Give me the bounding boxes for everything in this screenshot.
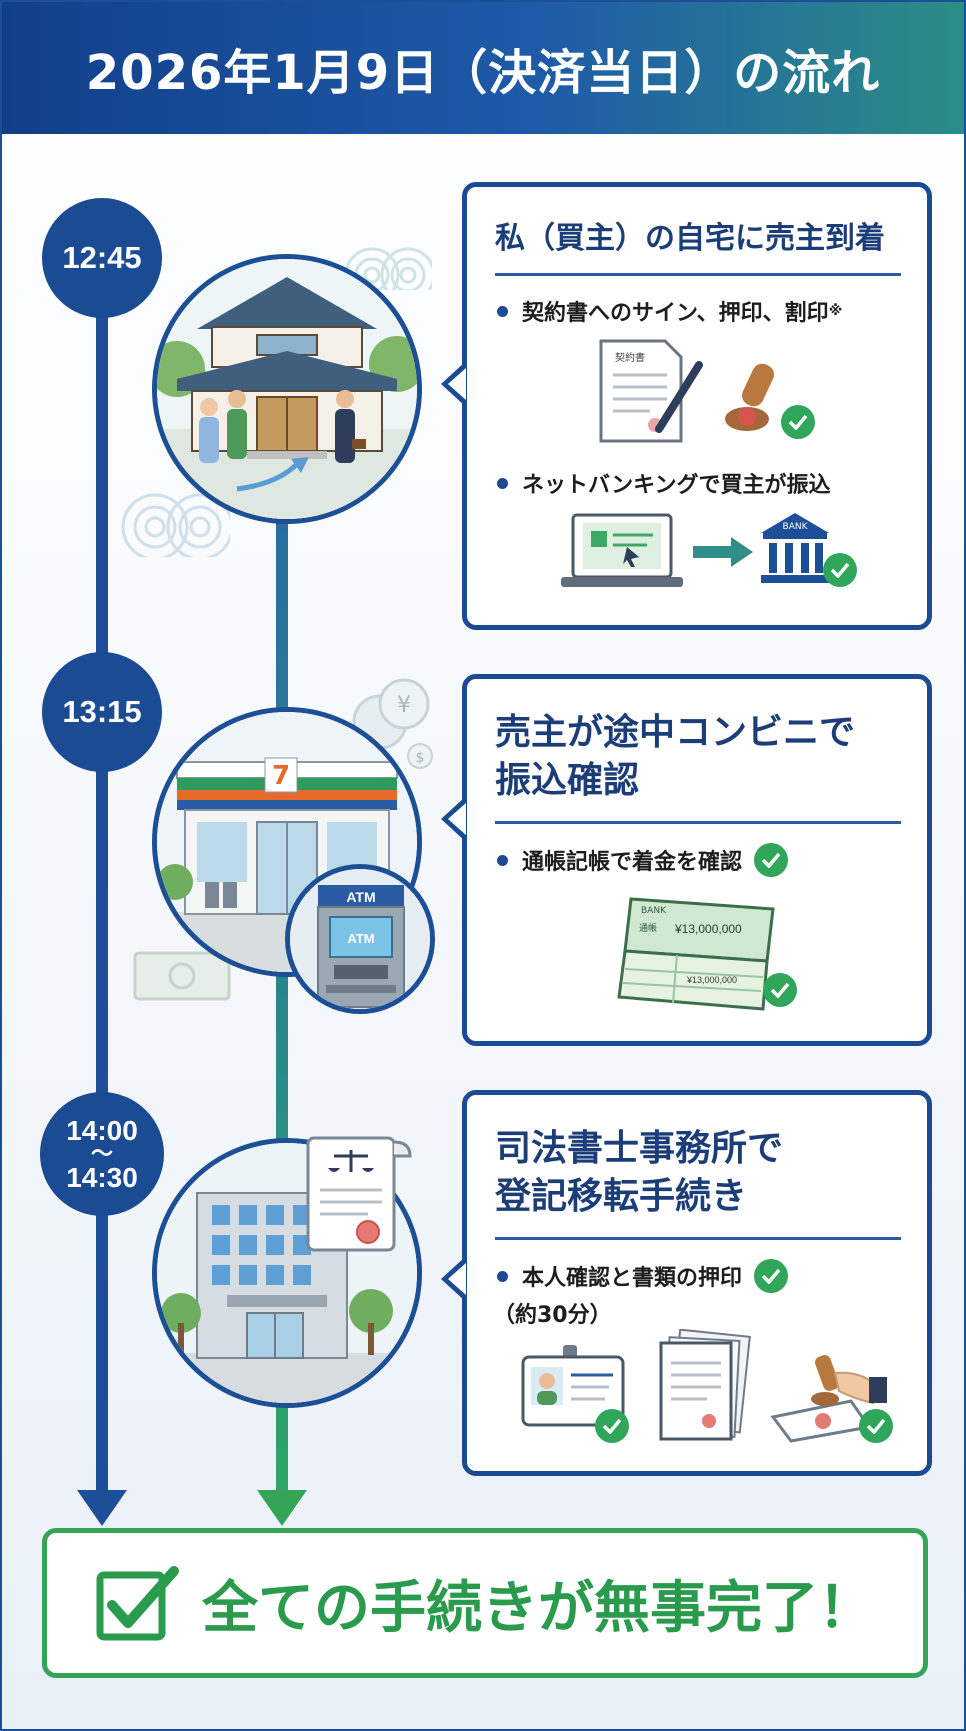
scene-atm: ATM ATM bbox=[285, 864, 435, 1014]
check-icon bbox=[781, 405, 815, 439]
passbook-tsucho-label: 通帳 bbox=[639, 922, 657, 934]
bullet-text: 本人確認と書類の押印 bbox=[522, 1266, 743, 1291]
bullet-dot bbox=[497, 1270, 508, 1282]
bullet-dot bbox=[497, 854, 508, 866]
arrow-right-icon bbox=[693, 537, 753, 567]
contract-doc-label: 契約書 bbox=[615, 351, 645, 364]
atm-sign-label: ATM bbox=[346, 889, 375, 905]
time-label: 12:45 bbox=[62, 239, 142, 275]
passbook-amount-top: ¥13,000,000 bbox=[674, 922, 742, 936]
time-bubble-step1: 12:45 bbox=[42, 198, 162, 318]
bullet-text: ネットバンキングで買主が振込 bbox=[522, 473, 831, 498]
house-illustration bbox=[157, 259, 417, 519]
arrow-down-icon bbox=[257, 1490, 307, 1526]
id-card-icon bbox=[521, 1345, 625, 1427]
completion-banner: 全ての手続きが無事完了！ bbox=[42, 1528, 928, 1678]
bullet-subtext: （約30分） bbox=[493, 1303, 612, 1328]
step2-bullet-passbook: 通帳記帳で着金を確認 bbox=[497, 843, 917, 877]
header-banner: 2026年1月9日（決済当日）の流れ bbox=[2, 2, 964, 134]
passbook-bank-label: BANK bbox=[641, 906, 667, 916]
scene-house bbox=[152, 254, 422, 524]
check-icon bbox=[763, 973, 797, 1007]
bullet-dot bbox=[497, 305, 508, 317]
step3-card: 司法書士事務所で 登記移転手続き 本人確認と書類の押印 （約30分） bbox=[441, 1090, 932, 1476]
step3-bullet-duration: （約30分） bbox=[493, 1297, 917, 1329]
completion-text: 全ての手続きが無事完了！ bbox=[202, 1575, 874, 1641]
bullet-text: 通帳記帳で着金を確認 bbox=[522, 850, 743, 875]
atm-screen-label: ATM bbox=[347, 931, 374, 946]
check-icon bbox=[754, 1259, 789, 1293]
step3-title-line2: 登記移転手続き bbox=[495, 1176, 748, 1217]
check-icon bbox=[859, 1409, 893, 1443]
check-icon bbox=[595, 1409, 629, 1443]
step1-bullet-transfer: ネットバンキングで買主が振込 bbox=[497, 467, 917, 499]
time-bubble-step2: 13:15 bbox=[42, 652, 162, 772]
bullet-text: 契約書へのサイン、押印、割印 bbox=[522, 301, 829, 326]
time-separator: 〜 bbox=[90, 1141, 113, 1167]
check-icon bbox=[754, 843, 789, 877]
documents-stack-icon bbox=[659, 1329, 751, 1441]
seal-stamp-icon bbox=[725, 363, 774, 431]
step2-title-line1: 売主が途中コンビニで bbox=[495, 712, 856, 753]
svg-text:$: $ bbox=[416, 750, 425, 766]
svg-text:¥: ¥ bbox=[397, 693, 411, 718]
passbook-amount-bottom: ¥13,000,000 bbox=[686, 975, 737, 985]
time-start-label: 14:00 bbox=[66, 1114, 138, 1146]
step1-card: 私（買主）の自宅に売主到着 契約書へのサイン、押印、割印 ※ 契約書 bbox=[441, 182, 932, 630]
checkbox-checked-icon bbox=[96, 1566, 179, 1641]
footnote-mark: ※ bbox=[828, 303, 843, 319]
wave-pattern-icon bbox=[121, 493, 230, 557]
step2-title-line2: 振込確認 bbox=[495, 760, 640, 801]
passbook-icon: BANK 通帳 ¥13,000,000 ¥13,000,000 bbox=[617, 897, 775, 1011]
step1-bullet-sign: 契約書へのサイン、押印、割印 ※ bbox=[497, 295, 917, 327]
page-title: 2026年1月9日（決済当日）の流れ bbox=[85, 45, 881, 101]
hand-stamp-icon bbox=[770, 1355, 887, 1443]
timeline-line-main bbox=[96, 302, 108, 1507]
step2-card: 売主が途中コンビニで 振込確認 通帳記帳で着金を確認 BANK 通帳 ¥13,0… bbox=[441, 674, 932, 1046]
time-bubble-step3: 14:00 〜 14:30 bbox=[40, 1092, 164, 1216]
laptop-icon bbox=[561, 513, 683, 587]
arrow-down-icon bbox=[77, 1490, 127, 1526]
banknote-icon bbox=[133, 951, 231, 1001]
check-icon bbox=[823, 553, 857, 587]
bank-building-icon: BANK bbox=[761, 513, 829, 583]
legal-scroll-icon bbox=[306, 1136, 412, 1252]
step1-title: 私（買主）の自宅に売主到着 bbox=[495, 221, 885, 256]
atm-illustration: ATM ATM bbox=[290, 869, 430, 1009]
svg-text:7: 7 bbox=[272, 761, 290, 791]
bank-sign-label: BANK bbox=[783, 522, 809, 532]
time-label: 13:15 bbox=[62, 693, 142, 729]
bullet-dot bbox=[497, 477, 508, 489]
step3-bullet-identity: 本人確認と書類の押印 bbox=[497, 1259, 917, 1293]
step3-title-line1: 司法書士事務所で bbox=[495, 1128, 784, 1169]
time-end-label: 14:30 bbox=[66, 1161, 138, 1193]
contract-document-icon: 契約書 bbox=[599, 339, 703, 443]
office-illustration bbox=[157, 1143, 417, 1403]
